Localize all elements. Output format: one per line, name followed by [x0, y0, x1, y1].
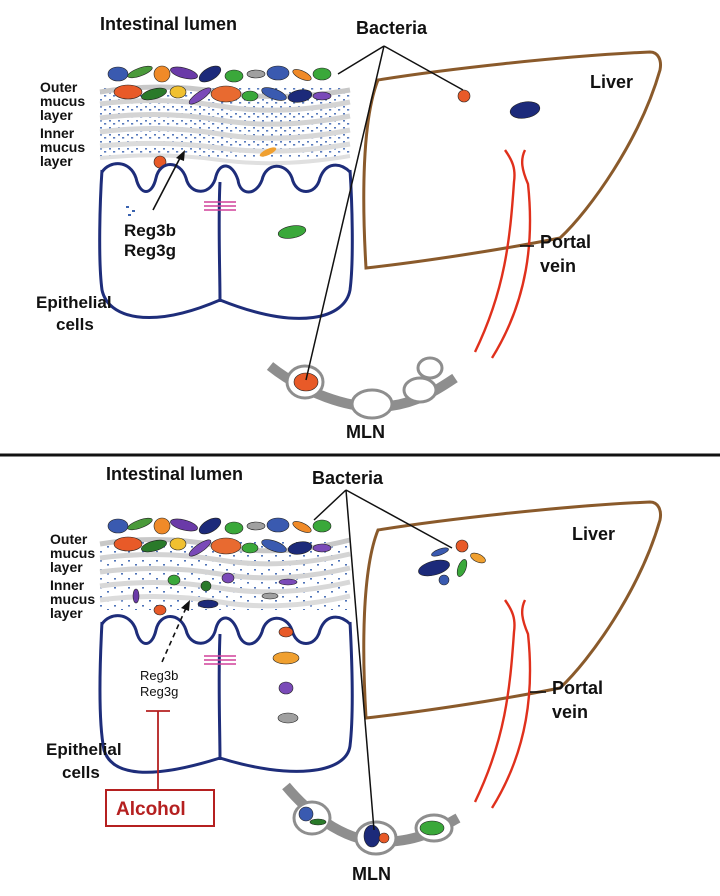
label-inner-3: layer: [50, 605, 83, 621]
label-reg3b: Reg3b: [140, 668, 178, 683]
mln-lymph-nodes: [266, 356, 458, 420]
label-reg3g: Reg3g: [140, 684, 178, 699]
label-outer-3: layer: [40, 107, 73, 123]
liver-outline: [362, 50, 662, 270]
label-inner-1: Inner: [40, 125, 75, 141]
label-outer-2: mucus: [40, 93, 85, 109]
label-inner-3: layer: [40, 153, 73, 169]
label-reg3g: Reg3g: [124, 241, 176, 260]
label-bacteria: Bacteria: [356, 18, 428, 38]
bacterium-inner-mucus: [259, 147, 277, 157]
epithelial-cells: [98, 162, 354, 320]
reg-secretion-dots: [126, 206, 135, 216]
label-portal-1: Portal: [540, 232, 591, 252]
label-inner-2: mucus: [40, 139, 85, 155]
portal-vein: [473, 149, 532, 359]
bacterium-in-liver: [457, 89, 471, 103]
liver-bacteria: [418, 539, 486, 586]
label-reg3b: Reg3b: [124, 221, 176, 240]
mln-lymph-nodes: [282, 782, 461, 856]
alcohol-inhibition: [146, 710, 170, 790]
inner-mucus-bacteria: [132, 572, 298, 616]
label-portal-2: vein: [552, 702, 588, 722]
tight-junction: [204, 655, 236, 665]
label-liver: Liver: [572, 524, 615, 544]
portal-vein: [473, 599, 532, 809]
liver-outline: [362, 500, 662, 720]
epithelial-cells: [98, 614, 354, 774]
panel-alcohol: Alcohol: [46, 464, 662, 884]
label-epithelial-2: cells: [62, 763, 100, 782]
bacteria-pointers: [305, 45, 464, 381]
label-epithelial-2: cells: [56, 315, 94, 334]
tight-junction: [204, 201, 236, 211]
bacteria-pointers: [313, 489, 453, 831]
label-inner-1: Inner: [50, 577, 85, 593]
label-liver: Liver: [590, 72, 633, 92]
label-portal-1: Portal: [552, 678, 603, 698]
bacterium-in-liver: [509, 101, 541, 119]
bacterium-in-epithelium: [277, 225, 307, 239]
label-alcohol: Alcohol: [116, 799, 186, 820]
label-outer-3: layer: [50, 559, 83, 575]
label-mln: MLN: [352, 864, 391, 884]
label-outer-2: mucus: [50, 545, 95, 561]
label-portal-2: vein: [540, 256, 576, 276]
label-intestinal-lumen: Intestinal lumen: [106, 464, 243, 484]
reg-arrow-dashed: [161, 607, 187, 663]
label-outer-1: Outer: [50, 531, 88, 547]
label-epithelial-1: Epithelial: [46, 740, 122, 759]
alcohol-box: [105, 789, 215, 827]
translocating-bacteria: [272, 626, 300, 724]
label-mln: MLN: [346, 422, 385, 442]
panel-healthy: Intestinal lumen Bacteria Outer mucus la…: [36, 14, 662, 442]
label-inner-2: mucus: [50, 591, 95, 607]
label-intestinal-lumen: Intestinal lumen: [100, 14, 237, 34]
label-bacteria: Bacteria: [312, 468, 384, 488]
label-epithelial-1: Epithelial: [36, 293, 112, 312]
reg-arrow: [152, 157, 181, 211]
label-outer-1: Outer: [40, 79, 78, 95]
